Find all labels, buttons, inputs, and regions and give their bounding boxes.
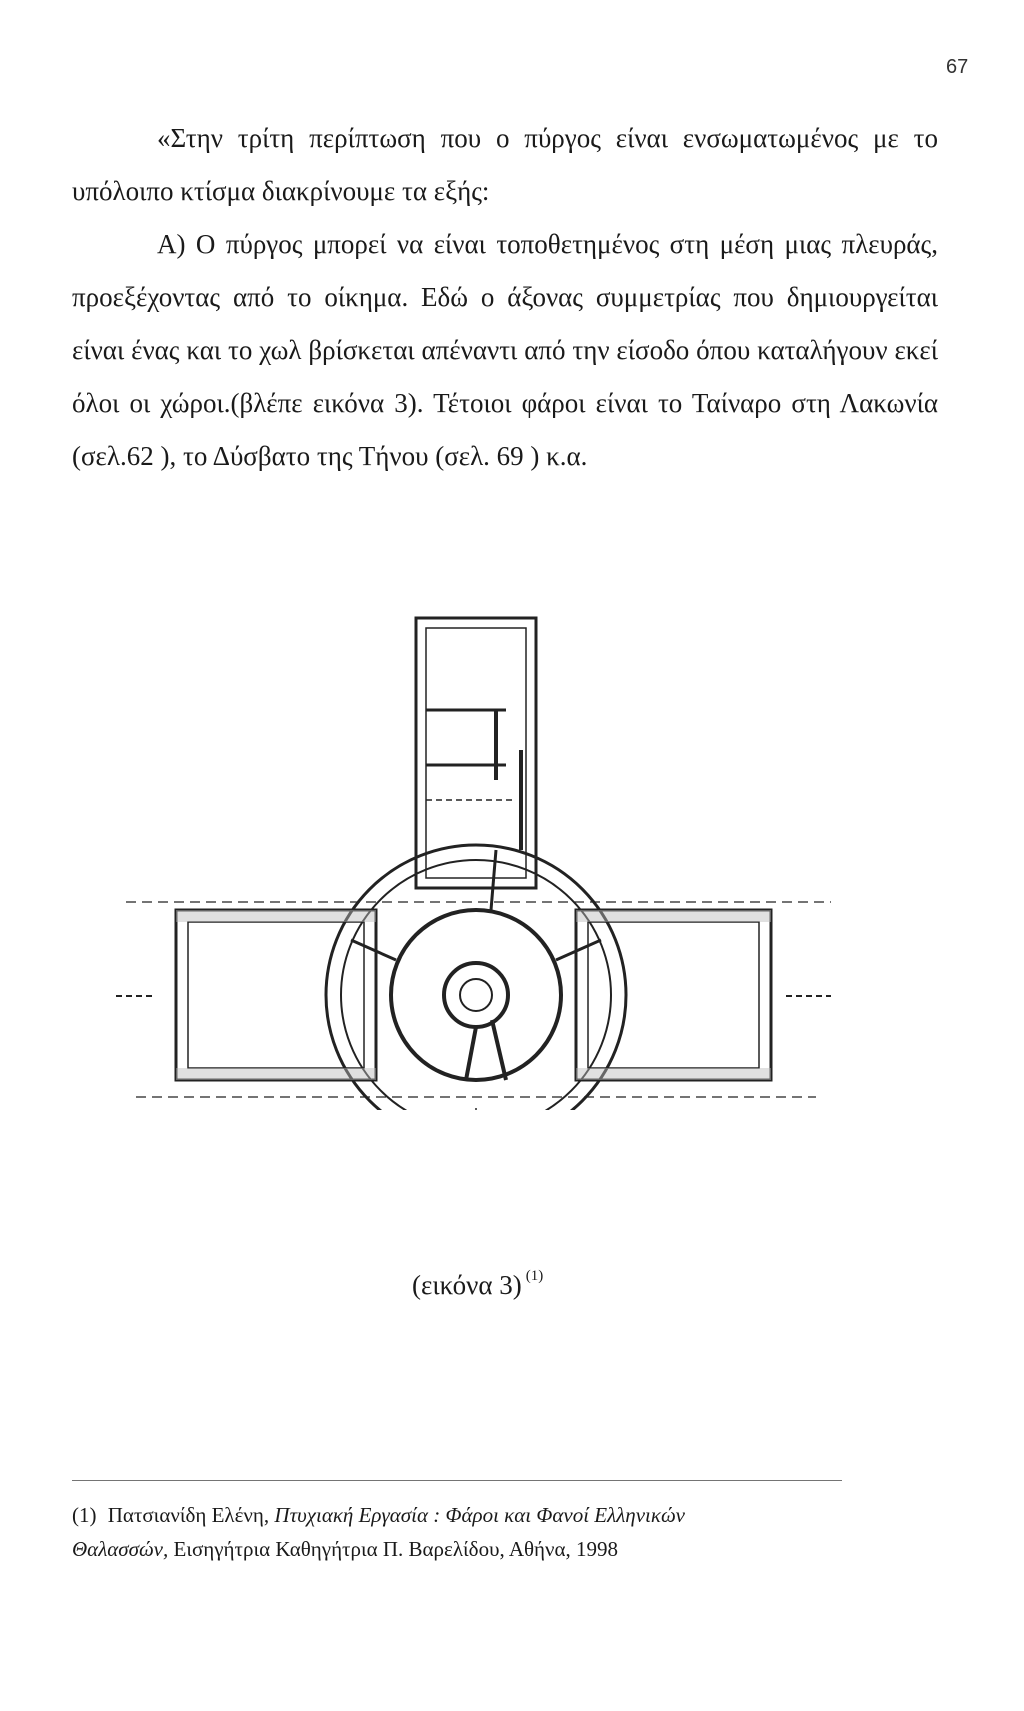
footnote-block: (1) Πατσιανίδη Ελένη, Πτυχιακή Εργασία :… xyxy=(72,1498,922,1566)
page-number: 67 xyxy=(946,56,969,78)
footnote-author: Πατσιανίδη Ελένη, xyxy=(107,1503,270,1527)
paragraph-intro: «Στην τρίτη περίπτωση που ο πύργος είναι… xyxy=(72,123,938,206)
plan-stair-core xyxy=(442,961,510,1029)
paragraph-case-a: Α) Ο πύργος μπορεί να είναι τοποθετημένο… xyxy=(72,229,938,471)
figure-caption-footnote-ref: (1) xyxy=(525,1268,544,1284)
figure-caption-text: (εικόνα 3) xyxy=(412,1270,522,1300)
plan-inner-ring xyxy=(389,908,563,1082)
body-text: «Στην τρίτη περίπτωση που ο πύργος είναι… xyxy=(72,112,938,483)
footnote-rest: Εισηγήτρια Καθηγήτρια Π. Βαρελίδου, Αθήν… xyxy=(173,1537,619,1561)
plan-left-wing xyxy=(174,908,378,1082)
figure-caption: (εικόνα 3)(1) xyxy=(412,1268,543,1301)
plan-upper-wing xyxy=(414,616,538,890)
footnote-divider xyxy=(72,1480,842,1481)
footnote-title-part1: Πτυχιακή Εργασία : Φάροι και Φανοί Ελλην… xyxy=(274,1503,685,1527)
lighthouse-floor-plan xyxy=(96,610,856,1110)
footnote-title-part2: Θαλασσών, xyxy=(72,1537,169,1561)
footnote-ref: (1) xyxy=(72,1503,97,1527)
plan-right-wing xyxy=(574,908,773,1082)
plan-outer-ring xyxy=(324,843,628,1110)
